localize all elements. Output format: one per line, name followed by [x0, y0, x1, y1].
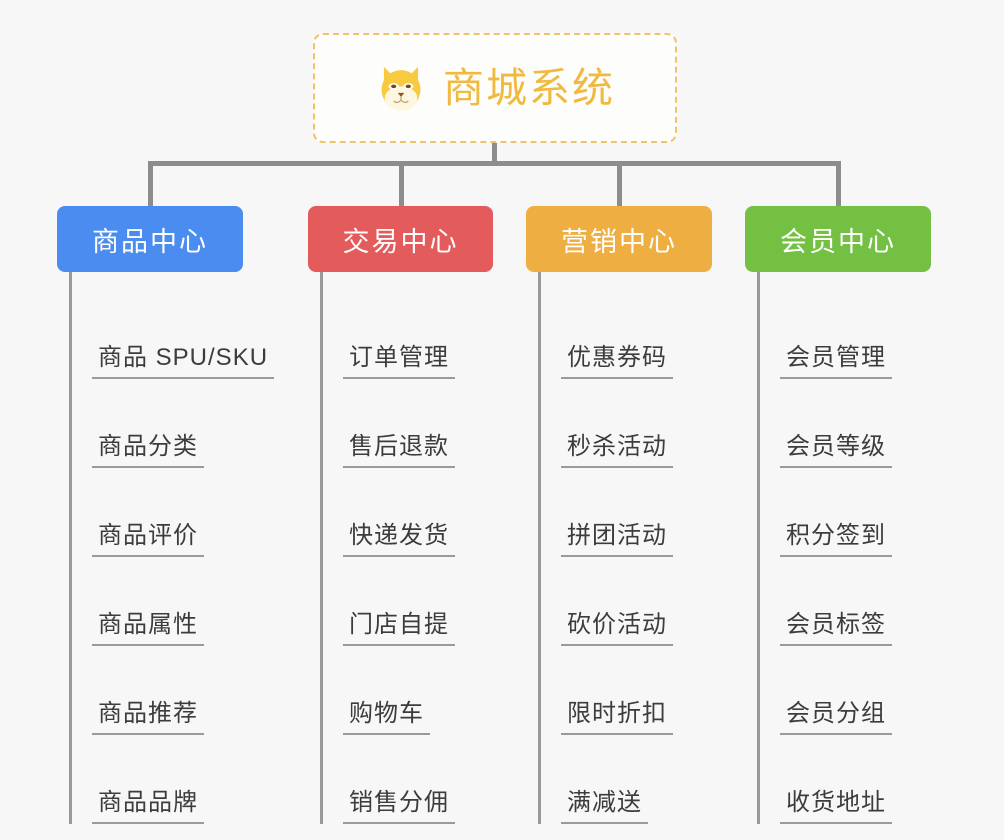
- connector-horizontal-bus: [150, 161, 838, 166]
- leaf-item-label: 商品评价: [92, 522, 204, 557]
- leaf-list-trade-center: 订单管理售后退款快递发货门店自提购物车销售分佣: [308, 272, 493, 824]
- leaf-item-label: 商品分类: [92, 433, 204, 468]
- leaf-item[interactable]: 秒杀活动: [539, 379, 712, 468]
- column-product-center: 商品中心商品 SPU/SKU 商品分类商品评价商品属性商品推荐商品品牌: [57, 206, 275, 824]
- shiba-dog-face-icon: [381, 66, 421, 111]
- leaf-item[interactable]: 商品评价: [70, 468, 243, 557]
- leaf-item-label: 限时折扣: [561, 700, 673, 735]
- leaf-item-label: 积分签到: [780, 522, 892, 557]
- category-header-product-center[interactable]: 商品中心: [57, 206, 243, 272]
- leaf-item[interactable]: 优惠券码: [539, 290, 712, 379]
- connector-drop-trade-center: [398, 161, 404, 206]
- leaf-item[interactable]: 商品品牌: [70, 735, 243, 824]
- leaf-item-label: 收货地址: [780, 789, 892, 824]
- leaf-item-label: 快递发货: [343, 522, 455, 557]
- leaf-item[interactable]: 商品分类: [70, 379, 243, 468]
- category-header-marketing-center[interactable]: 营销中心: [526, 206, 712, 272]
- leaf-item-label: 商品属性: [92, 611, 204, 646]
- leaf-item-label: 商品 SPU/SKU: [92, 344, 275, 379]
- leaf-item[interactable]: 会员管理: [758, 290, 931, 379]
- connector-drop-member-center: [836, 161, 841, 206]
- leaf-item[interactable]: 限时折扣: [539, 646, 712, 735]
- leaf-spine-marketing-center: [538, 272, 541, 824]
- root-node[interactable]: 商城系统: [313, 33, 677, 143]
- leaf-item-label: 商品推荐: [92, 700, 204, 735]
- leaf-item[interactable]: 销售分佣: [321, 735, 493, 824]
- leaf-item[interactable]: 满减送: [539, 735, 712, 824]
- leaf-item-label: 售后退款: [343, 433, 455, 468]
- leaf-item-label: 优惠券码: [561, 344, 673, 379]
- leaf-item[interactable]: 商品推荐: [70, 646, 243, 735]
- leaf-list-member-center: 会员管理会员等级积分签到会员标签会员分组收货地址: [745, 272, 931, 824]
- root-title: 商城系统: [443, 64, 615, 111]
- leaf-list-product-center: 商品 SPU/SKU 商品分类商品评价商品属性商品推荐商品品牌: [57, 272, 275, 824]
- leaf-list-marketing-center: 优惠券码秒杀活动拼团活动砍价活动限时折扣满减送: [526, 272, 712, 824]
- leaf-item[interactable]: 售后退款: [321, 379, 493, 468]
- leaf-item-label: 销售分佣: [343, 789, 455, 824]
- leaf-spine-member-center: [757, 272, 760, 824]
- leaf-item-label: 会员分组: [780, 700, 892, 735]
- leaf-item[interactable]: 购物车: [321, 646, 493, 735]
- column-trade-center: 交易中心订单管理售后退款快递发货门店自提购物车销售分佣: [308, 206, 493, 824]
- column-marketing-center: 营销中心优惠券码秒杀活动拼团活动砍价活动限时折扣满减送: [526, 206, 712, 824]
- leaf-item-label: 购物车: [343, 700, 430, 735]
- leaf-item-label: 拼团活动: [561, 522, 673, 557]
- leaf-item[interactable]: 商品属性: [70, 557, 243, 646]
- leaf-item[interactable]: 会员等级: [758, 379, 931, 468]
- leaf-item-label: 砍价活动: [561, 611, 673, 646]
- leaf-item-label: 订单管理: [343, 344, 455, 379]
- leaf-spine-trade-center: [320, 272, 323, 824]
- leaf-item-label: 会员等级: [780, 433, 892, 468]
- leaf-item[interactable]: 快递发货: [321, 468, 493, 557]
- column-member-center: 会员中心会员管理会员等级积分签到会员标签会员分组收货地址: [745, 206, 931, 824]
- leaf-spine-product-center: [69, 272, 72, 824]
- leaf-item[interactable]: 积分签到: [758, 468, 931, 557]
- leaf-item-label: 商品品牌: [92, 789, 204, 824]
- connector-root-stem: [492, 143, 497, 165]
- leaf-item[interactable]: 门店自提: [321, 557, 493, 646]
- connector-drop-product-center: [148, 161, 153, 206]
- leaf-item-label: 门店自提: [343, 611, 455, 646]
- leaf-item-label: 会员标签: [780, 611, 892, 646]
- leaf-item[interactable]: 会员标签: [758, 557, 931, 646]
- leaf-item[interactable]: 会员分组: [758, 646, 931, 735]
- leaf-item-label: 会员管理: [780, 344, 892, 379]
- leaf-item-label: 秒杀活动: [561, 433, 673, 468]
- leaf-item[interactable]: 收货地址: [758, 735, 931, 824]
- leaf-item[interactable]: 拼团活动: [539, 468, 712, 557]
- leaf-item[interactable]: 商品 SPU/SKU: [70, 290, 275, 379]
- leaf-item-label: 满减送: [561, 789, 648, 824]
- leaf-item[interactable]: 订单管理: [321, 290, 493, 379]
- category-header-trade-center[interactable]: 交易中心: [308, 206, 493, 272]
- connector-drop-marketing-center: [617, 161, 622, 206]
- leaf-item[interactable]: 砍价活动: [539, 557, 712, 646]
- category-header-member-center[interactable]: 会员中心: [745, 206, 931, 272]
